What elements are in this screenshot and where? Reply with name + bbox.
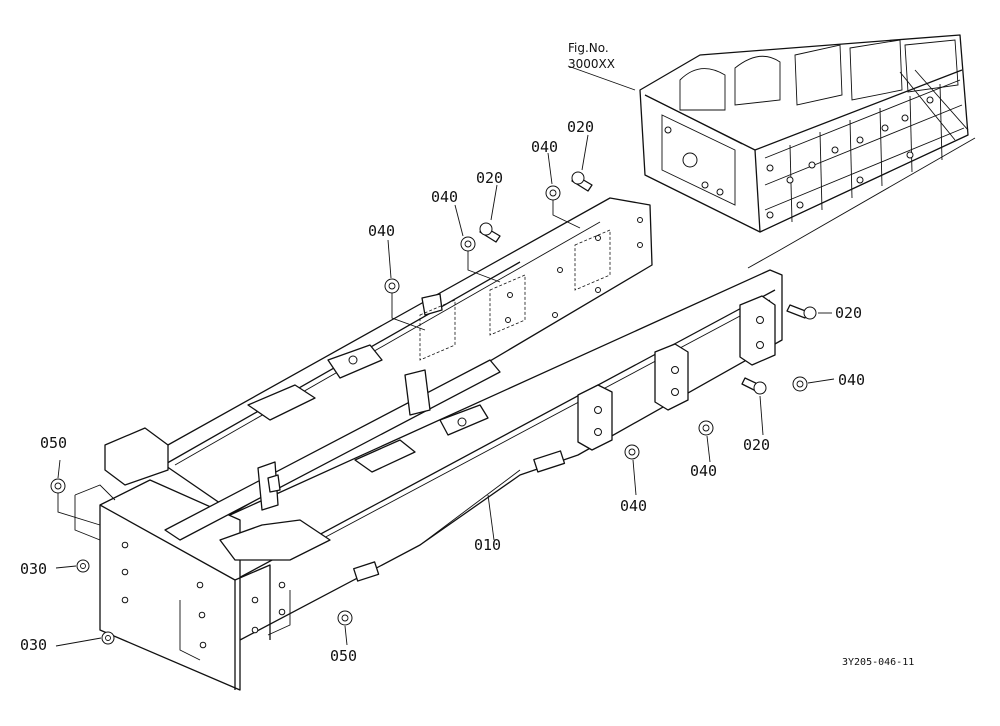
drawing-code: 3Y205-046-11 bbox=[842, 657, 914, 668]
transmission-case bbox=[639, 34, 976, 269]
label-010: 010 bbox=[474, 536, 501, 554]
leader-lines bbox=[55, 65, 835, 647]
front-frame-assembly bbox=[99, 197, 783, 691]
label-020-d: 020 bbox=[743, 436, 770, 454]
label-050-b: 050 bbox=[330, 647, 357, 665]
label-020-a: 020 bbox=[567, 118, 594, 136]
label-040-a: 040 bbox=[368, 222, 395, 240]
label-040-c: 040 bbox=[531, 138, 558, 156]
label-020-c: 020 bbox=[835, 304, 862, 322]
label-030-a: 030 bbox=[20, 560, 47, 578]
figure-ref-line1: Fig.No. bbox=[568, 41, 609, 55]
label-040-b: 040 bbox=[431, 188, 458, 206]
label-040-f: 040 bbox=[620, 497, 647, 515]
label-040-d: 040 bbox=[838, 371, 865, 389]
label-020-b: 020 bbox=[476, 169, 503, 187]
fasteners bbox=[50, 171, 817, 661]
label-040-e: 040 bbox=[690, 462, 717, 480]
label-030-b: 030 bbox=[20, 636, 47, 654]
label-050-a: 050 bbox=[40, 434, 67, 452]
figure-ref-line2: 3000XX bbox=[568, 57, 615, 71]
part-labels: Fig.No. 3000XX 020 040 020 040 040 020 0… bbox=[20, 41, 914, 668]
